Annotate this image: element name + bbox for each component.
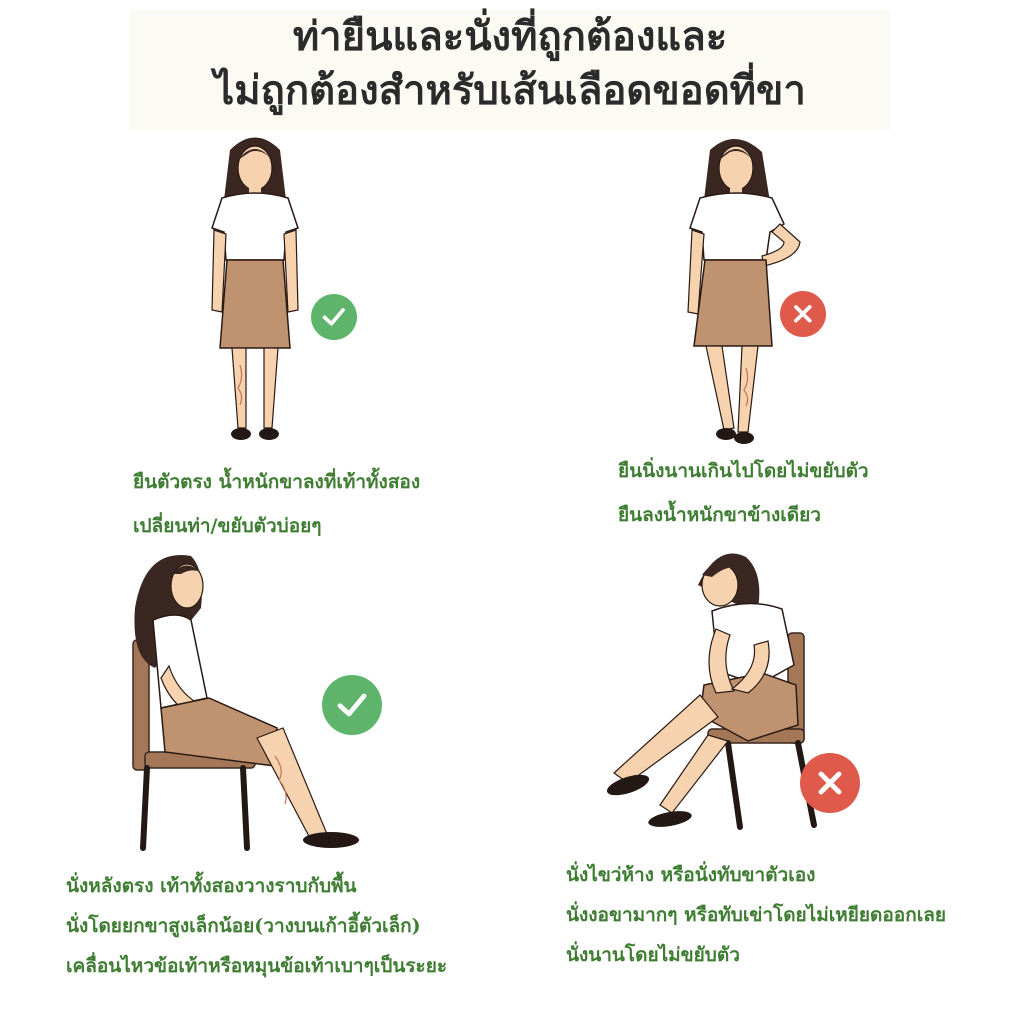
sitting-correct-illustration	[132, 555, 359, 851]
caption-line: นั่งนานโดยไม่ขยับตัว	[566, 944, 740, 966]
caption-standing-correct: ยืนตัวตรง น้ำหนักขาลงที่เท้าทั้งสอง เปลี…	[133, 460, 420, 548]
caption-line: นั่งหลังตรง เท้าทั้งสองวางราบกับพื้น	[66, 875, 357, 897]
caption-line: ยืนนิ่งนานเกินไปโดยไม่ขยับตัว	[618, 460, 869, 482]
correct-badge	[322, 675, 382, 735]
check-mark-icon	[337, 693, 367, 717]
caption-line: เคลื่อนไหวข้อเท้าหรือหมุนข้อเท้าเบาๆเป็น…	[66, 955, 448, 977]
caption-sitting-correct: นั่งหลังตรง เท้าทั้งสองวางราบกับพื้น นั่…	[66, 866, 447, 986]
caption-line: นั่งงอขามากๆ หรือทับเข่าโดยไม่เหยียดออกเ…	[566, 904, 946, 926]
caption-line: ยืนตัวตรง น้ำหนักขาลงที่เท้าทั้งสอง	[133, 471, 421, 493]
wrong-badge	[780, 291, 826, 337]
wrong-badge	[800, 753, 860, 813]
x-mark-icon	[818, 771, 842, 795]
title-line-1: ท่ายืนและนั่งที่ถูกต้องและ	[292, 14, 728, 60]
check-mark-icon	[322, 308, 346, 326]
caption-line: ยืนลงน้ำหนักขาข้างเดียว	[618, 504, 821, 526]
caption-sitting-wrong: นั่งไขว่ห้าง หรือนั่งทับขาตัวเอง นั่งงอข…	[566, 855, 946, 975]
caption-standing-wrong: ยืนนิ่งนานเกินไปโดยไม่ขยับตัว ยืนลงน้ำหน…	[618, 449, 869, 537]
standing-wrong-illustration	[687, 138, 801, 444]
caption-line: เปลี่ยนท่า/ขยับตัวบ่อยๆ	[133, 515, 322, 537]
correct-badge	[311, 294, 357, 340]
standing-correct-illustration	[211, 137, 299, 440]
caption-line: นั่งโดยยกขาสูงเล็กน้อย(วางบนเก้าอี้ตัวเล…	[66, 915, 421, 937]
x-mark-icon	[794, 305, 812, 323]
caption-line: นั่งไขว่ห้าง หรือนั่งทับขาตัวเอง	[566, 864, 816, 886]
sitting-wrong-illustration	[606, 553, 817, 830]
page-title: ท่ายืนและนั่งที่ถูกต้องและ ไม่ถูกต้องสำห…	[130, 10, 890, 130]
title-line-2: ไม่ถูกต้องสำหรับเส้นเลือดขอดที่ขา	[214, 68, 806, 114]
